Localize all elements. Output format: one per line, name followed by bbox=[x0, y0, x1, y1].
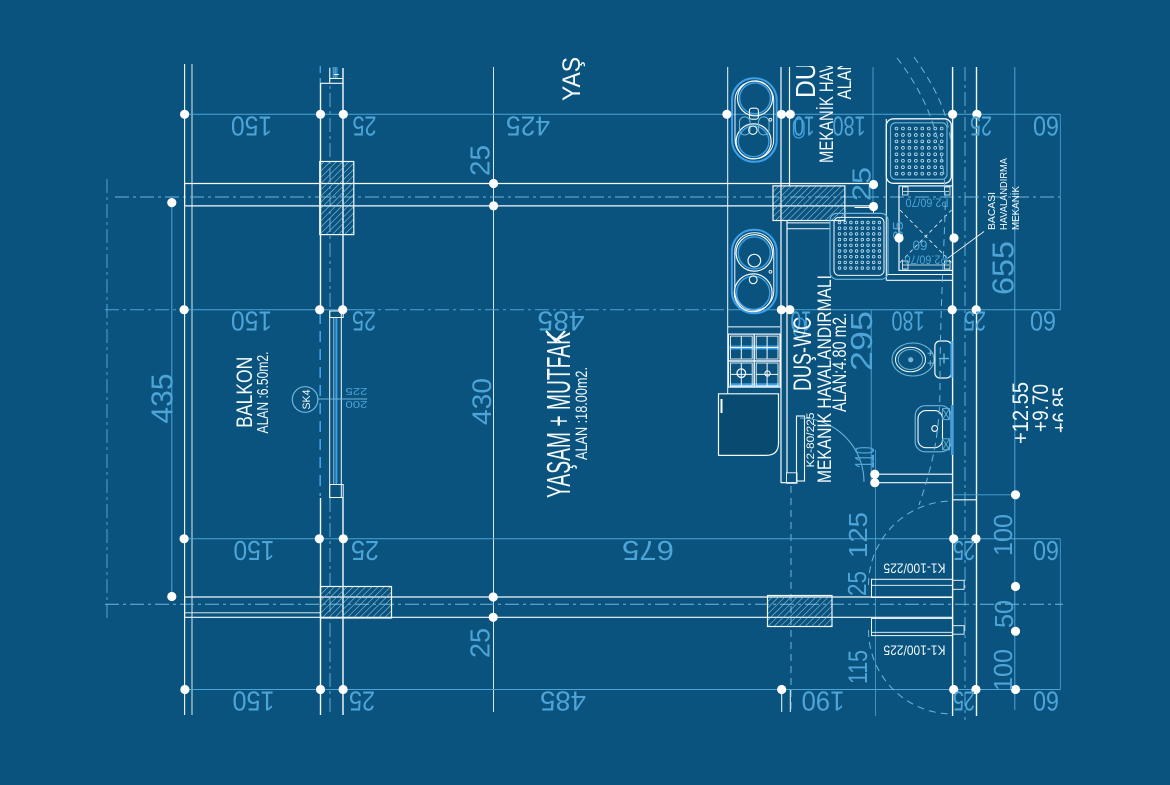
svg-text:ALAN :6.50m2.: ALAN :6.50m2. bbox=[255, 352, 272, 434]
svg-text:430: 430 bbox=[467, 378, 497, 425]
svg-text:25: 25 bbox=[352, 306, 376, 337]
svg-text:150: 150 bbox=[234, 535, 275, 566]
svg-text:10: 10 bbox=[794, 110, 815, 141]
svg-text:25: 25 bbox=[465, 145, 496, 176]
svg-text:150: 150 bbox=[233, 686, 275, 717]
svg-text:25: 25 bbox=[953, 535, 975, 566]
svg-text:25: 25 bbox=[465, 628, 496, 658]
svg-text:435: 435 bbox=[145, 374, 180, 424]
svg-text:MEKANİK HAVALANDIRMALI: MEKANİK HAVALANDIRMALI bbox=[815, 275, 836, 483]
svg-text:25: 25 bbox=[953, 686, 975, 717]
svg-text:200: 200 bbox=[345, 398, 367, 410]
svg-text:180: 180 bbox=[833, 110, 866, 141]
svg-text:125: 125 bbox=[843, 512, 873, 558]
svg-text:BACASI: BACASI bbox=[986, 192, 998, 230]
svg-text:225: 225 bbox=[345, 385, 367, 397]
svg-text:150: 150 bbox=[231, 306, 272, 337]
svg-text:425: 425 bbox=[506, 110, 550, 141]
svg-text:655: 655 bbox=[986, 241, 1021, 295]
svg-text:K1-100/225: K1-100/225 bbox=[883, 560, 945, 576]
svg-text:110: 110 bbox=[849, 447, 880, 469]
svg-text:10: 10 bbox=[791, 306, 812, 337]
svg-text:DUŞ-WC: DUŞ-WC bbox=[789, 317, 817, 391]
svg-text:YAŞ: YAŞ bbox=[558, 57, 586, 101]
svg-text:115: 115 bbox=[843, 650, 873, 684]
svg-text:25: 25 bbox=[353, 110, 377, 141]
svg-text:100: 100 bbox=[988, 649, 1018, 691]
svg-text:25: 25 bbox=[964, 306, 986, 337]
svg-text:25: 25 bbox=[970, 110, 992, 141]
svg-text:60: 60 bbox=[1033, 535, 1059, 566]
svg-text:HAVALANDIRMA: HAVALANDIRMA bbox=[998, 158, 1010, 230]
svg-text:K2-80/225: K2-80/225 bbox=[805, 413, 817, 468]
svg-text:60: 60 bbox=[1033, 686, 1059, 717]
svg-text:60: 60 bbox=[1033, 110, 1059, 141]
svg-text:P2.60/70: P2.60/70 bbox=[904, 253, 947, 267]
svg-text:485: 485 bbox=[540, 686, 586, 717]
svg-text:85: 85 bbox=[890, 221, 907, 240]
svg-text:MEKANİK: MEKANİK bbox=[1009, 186, 1022, 230]
svg-text:60: 60 bbox=[1030, 306, 1056, 337]
svg-text:ALAN :18.00m2.: ALAN :18.00m2. bbox=[572, 367, 591, 460]
svg-text:150: 150 bbox=[231, 110, 272, 141]
svg-text:YAŞAM + MUTFAK: YAŞAM + MUTFAK bbox=[540, 332, 577, 498]
svg-text:190: 190 bbox=[802, 686, 845, 717]
svg-text:675: 675 bbox=[622, 535, 674, 566]
svg-text:25: 25 bbox=[351, 535, 379, 566]
svg-text:+12.55: +12.55 bbox=[1008, 382, 1033, 444]
svg-text:25: 25 bbox=[349, 686, 375, 717]
svg-text:60: 60 bbox=[912, 238, 927, 254]
svg-text:P2.60/70: P2.60/70 bbox=[905, 196, 948, 210]
svg-text:+9.70: +9.70 bbox=[1028, 384, 1053, 432]
svg-text:BALKON: BALKON bbox=[232, 357, 257, 428]
svg-text:MEKANİK HAVALANDIRMALI: MEKANİK HAVALANDIRMALI bbox=[817, 0, 838, 163]
svg-text:180: 180 bbox=[892, 306, 925, 337]
svg-text:100: 100 bbox=[988, 514, 1018, 556]
svg-text:295: 295 bbox=[844, 311, 879, 371]
svg-text:K1-100/225: K1-100/225 bbox=[883, 643, 945, 659]
svg-text:ALAN:4.80 m2.: ALAN:4.80 m2. bbox=[830, 313, 851, 412]
svg-text:DUŞ: DUŞ bbox=[790, 46, 821, 98]
svg-text:485: 485 bbox=[538, 306, 585, 337]
svg-text:50: 50 bbox=[989, 600, 1019, 628]
svg-text:ALAN :3.95m2.: ALAN :3.95m2. bbox=[835, 0, 856, 100]
svg-text:SK4: SK4 bbox=[301, 390, 313, 410]
svg-text:25: 25 bbox=[842, 571, 872, 596]
svg-text:+6.85: +6.85 bbox=[1048, 387, 1073, 433]
